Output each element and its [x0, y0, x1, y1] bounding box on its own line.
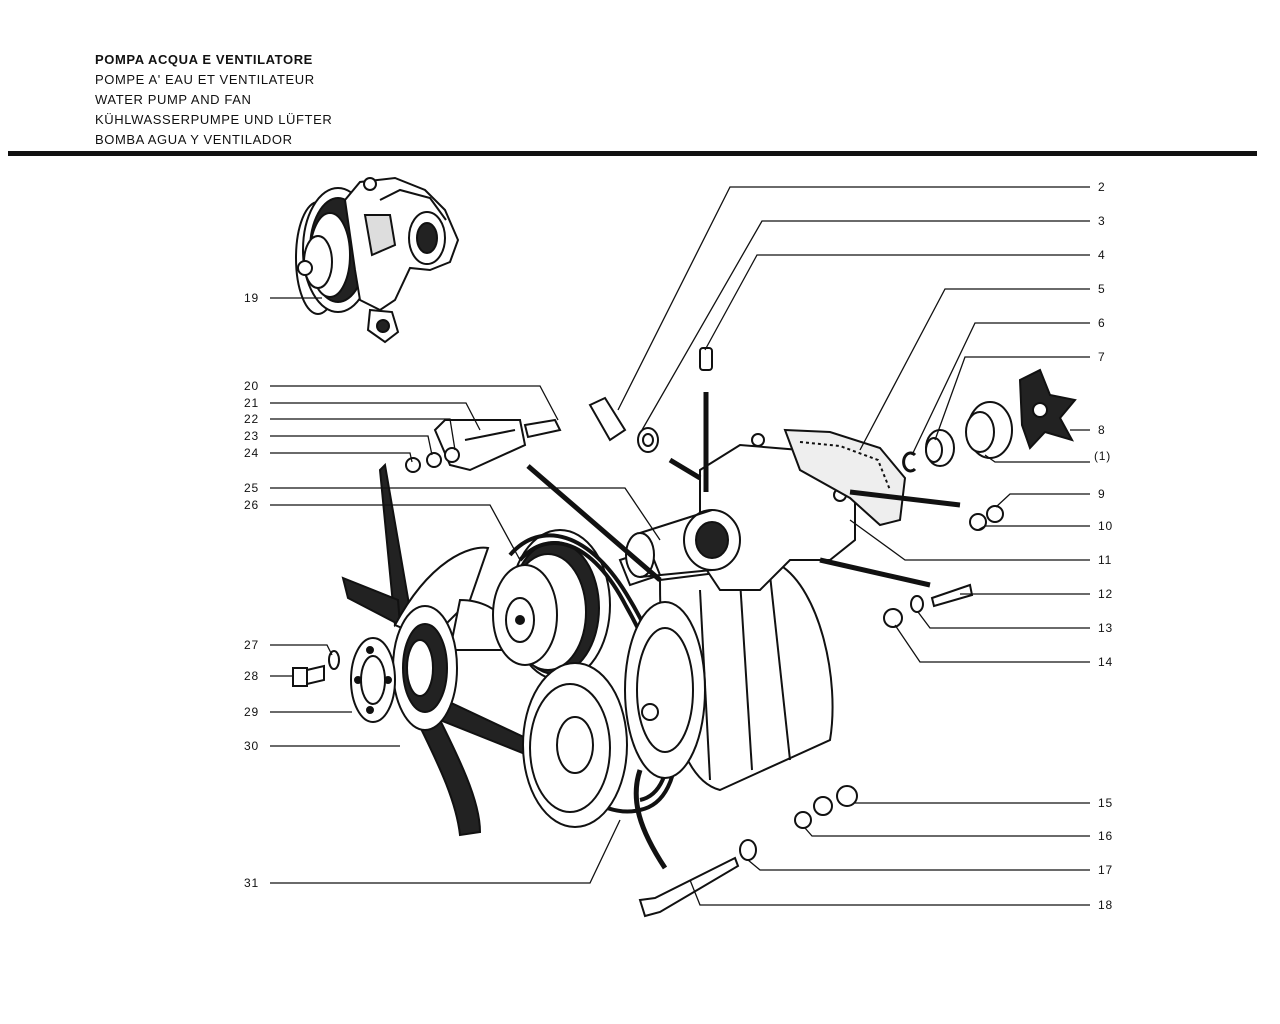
callout-labels-left: 19 20 21 22 23 24 25 26 27 28 29 30 31	[244, 291, 259, 890]
fastener-parts-illustration	[883, 505, 1004, 628]
callout-11: 11	[1098, 553, 1112, 567]
spacer-plate-illustration	[350, 637, 396, 723]
fan-bolt-illustration	[292, 650, 340, 687]
callout-27: 27	[244, 638, 259, 652]
callout-1-note: (1)	[1094, 449, 1111, 463]
callout-8: 8	[1098, 423, 1105, 437]
assembled-pump-illustration	[295, 176, 460, 344]
bracket-illustration	[405, 418, 562, 473]
callout-15: 15	[1098, 796, 1113, 810]
title-block: POMPA ACQUA E VENTILATORE POMPE A' EAU E…	[95, 50, 332, 150]
pump-pulley-illustration	[492, 529, 611, 681]
callout-19: 19	[244, 291, 259, 305]
callout-9: 9	[1098, 487, 1105, 501]
drain-fitting-illustration	[588, 347, 713, 453]
callout-26: 26	[244, 498, 259, 512]
title-german: KÜHLWASSERPUMPE UND LÜFTER	[95, 112, 333, 127]
callout-4: 4	[1098, 248, 1105, 262]
callout-23: 23	[244, 429, 259, 443]
header-divider	[8, 151, 1257, 156]
callout-31: 31	[244, 876, 259, 890]
callout-30: 30	[244, 739, 259, 753]
pump-body-illustration	[625, 433, 856, 591]
callout-14: 14	[1098, 655, 1113, 669]
title-italian: POMPA ACQUA E VENTILATORE	[95, 52, 313, 67]
assembly-arrows	[526, 392, 961, 870]
title-english: WATER PUMP AND FAN	[95, 92, 252, 107]
callout-6: 6	[1098, 316, 1105, 330]
adjuster-bolt-illustration	[638, 785, 858, 918]
title-spanish: BOMBA AGUA Y VENTILADOR	[95, 132, 293, 147]
fan-illustration	[341, 462, 543, 837]
callout-7: 7	[1098, 350, 1105, 364]
callout-leader-lines	[270, 186, 1090, 906]
callout-29: 29	[244, 705, 259, 719]
callout-21: 21	[244, 396, 259, 410]
callout-24: 24	[244, 446, 259, 460]
crankshaft-pulley-illustration	[522, 662, 628, 828]
callout-12: 12	[1098, 587, 1113, 601]
title-french: POMPE A' EAU ET VENTILATEUR	[95, 72, 315, 87]
callout-18: 18	[1098, 898, 1113, 912]
impeller-parts-illustration	[902, 368, 1077, 473]
callout-labels-right: 2 3 4 5 6 7 8 (1) 9 10 11 12 13 14 15 16…	[1094, 180, 1113, 912]
callout-5: 5	[1098, 282, 1105, 296]
callout-22: 22	[244, 412, 259, 426]
callout-2: 2	[1098, 180, 1105, 194]
callout-10: 10	[1098, 519, 1113, 533]
alternator-illustration	[618, 548, 834, 792]
callout-17: 17	[1098, 863, 1113, 877]
gasket-illustration	[783, 428, 907, 527]
callout-25: 25	[244, 481, 259, 495]
callout-13: 13	[1098, 621, 1113, 635]
callout-20: 20	[244, 379, 259, 393]
callout-16: 16	[1098, 829, 1113, 843]
callout-3: 3	[1098, 214, 1105, 228]
callout-28: 28	[244, 669, 259, 683]
